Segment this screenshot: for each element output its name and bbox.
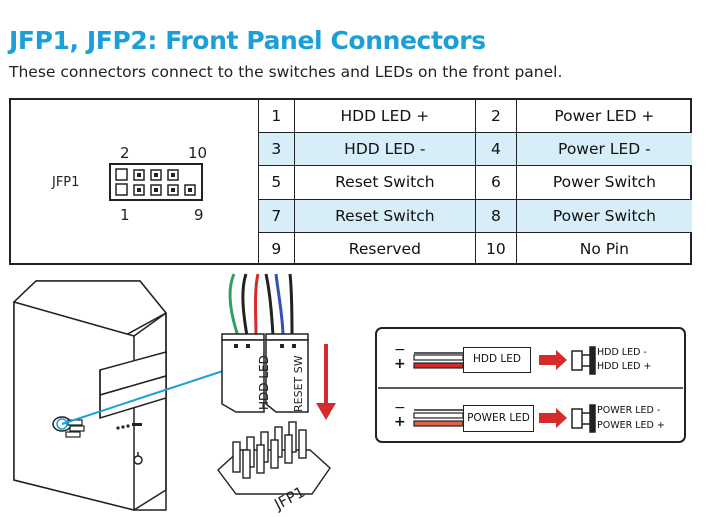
connector-label-reset: RESET SW bbox=[292, 355, 305, 412]
pin-number: 4 bbox=[475, 132, 517, 166]
table-row: 7 Reset Switch 8 Power Switch bbox=[258, 198, 692, 233]
table-row: 9 Reserved 10 No Pin bbox=[258, 231, 692, 265]
header-pin-diagram bbox=[109, 163, 203, 201]
connector-label-hdd: HDD LED bbox=[257, 355, 271, 410]
power-minus-label: POWER LED - bbox=[597, 405, 661, 416]
pin-function: Power Switch bbox=[515, 165, 692, 200]
hdd-plus-label: HDD LED + bbox=[597, 361, 652, 372]
power-plus-label: POWER LED + bbox=[597, 420, 665, 431]
pin-number: 7 bbox=[258, 198, 295, 233]
pin-number: 5 bbox=[258, 165, 295, 200]
minus-sign: − bbox=[394, 342, 406, 358]
pin-label-10: 10 bbox=[188, 144, 208, 162]
minus-sign: − bbox=[394, 400, 406, 416]
table-row: 1 HDD LED + 2 Power LED + bbox=[258, 100, 692, 133]
pin-number: 10 bbox=[475, 231, 517, 265]
pin-function: HDD LED - bbox=[293, 132, 476, 166]
pin-label-2: 2 bbox=[120, 144, 130, 162]
pin-number: 9 bbox=[258, 231, 295, 265]
pin-function: No Pin bbox=[515, 231, 692, 265]
header-name: JFP1 bbox=[52, 175, 80, 190]
page-title: JFP1, JFP2: Front Panel Connectors bbox=[9, 26, 486, 55]
hdd-led-box: HDD LED bbox=[463, 347, 531, 373]
pin-function: Power LED - bbox=[515, 132, 692, 166]
pin-function: Reset Switch bbox=[293, 165, 476, 200]
table-row: 3 HDD LED - 4 Power LED - bbox=[258, 132, 692, 166]
insert-arrow-icon bbox=[316, 344, 336, 420]
table-row: 5 Reset Switch 6 Power Switch bbox=[258, 165, 692, 200]
jfp1-header-icon bbox=[217, 421, 331, 495]
pin-function: Reset Switch bbox=[293, 198, 476, 233]
pin-number: 2 bbox=[475, 100, 517, 133]
pin-function: Reserved bbox=[293, 231, 476, 265]
pin-number: 1 bbox=[258, 100, 295, 133]
pin-number: 6 bbox=[475, 165, 517, 200]
led-polarity-legend bbox=[375, 327, 686, 443]
power-led-box: POWER LED bbox=[463, 405, 534, 432]
pin-label-9: 9 bbox=[194, 206, 204, 224]
pin-function: Power Switch bbox=[515, 198, 692, 233]
pin-function: HDD LED + bbox=[293, 100, 476, 133]
plus-sign: + bbox=[394, 414, 406, 430]
page-subtitle: These connectors connect to the switches… bbox=[9, 63, 563, 81]
hdd-minus-label: HDD LED - bbox=[597, 347, 647, 358]
pin-number: 3 bbox=[258, 132, 295, 166]
pin-function: Power LED + bbox=[515, 100, 692, 133]
pin-label-1: 1 bbox=[120, 206, 130, 224]
plus-sign: + bbox=[394, 356, 406, 372]
pc-case-icon bbox=[12, 280, 168, 511]
pinout-table: 1 HDD LED + 2 Power LED + 3 HDD LED - 4 … bbox=[258, 100, 692, 265]
pin-number: 8 bbox=[475, 198, 517, 233]
pinout-panel: JFP1 2 10 1 9 1 HDD LED + 2 Power LED + … bbox=[9, 98, 692, 265]
